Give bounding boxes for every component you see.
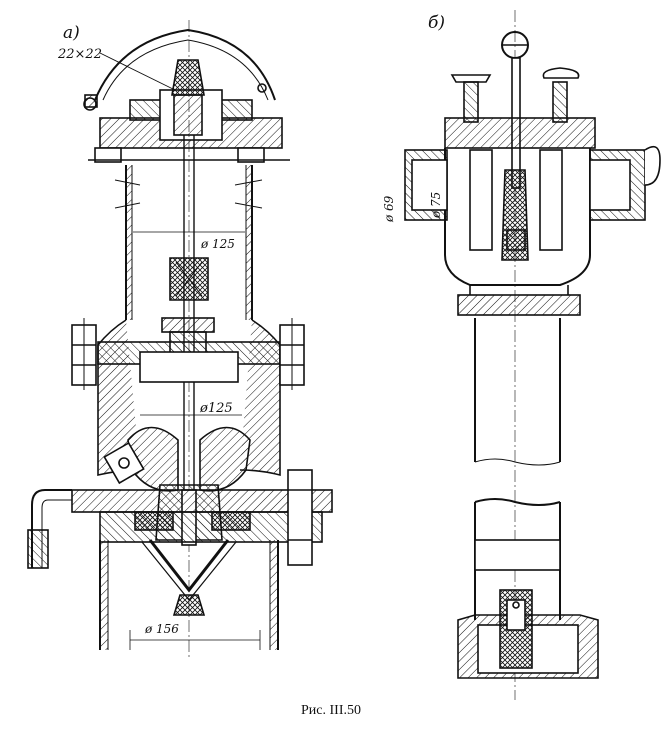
head-body-top	[444, 117, 596, 149]
square-dimension-label: 22×22	[57, 47, 102, 62]
cap-hinge-right	[257, 83, 267, 93]
lower-bolt-right	[287, 469, 313, 566]
panel-b: б) ø 69 ø 75	[382, 10, 661, 700]
mid-bolt-right	[279, 318, 305, 390]
drain-plug	[103, 441, 145, 485]
outlet-right	[589, 145, 661, 221]
bore-top-dimension: ø 125	[200, 237, 235, 251]
outlet-outer-dimension: ø 69	[382, 195, 396, 223]
head-body	[444, 148, 591, 286]
spindle-head	[171, 59, 205, 96]
figure-caption: Рис. III.50	[301, 703, 361, 718]
outlet-left	[404, 149, 448, 221]
collar-flange	[457, 294, 581, 316]
top-bolt-right	[237, 147, 265, 163]
drain-cone	[148, 539, 230, 593]
valve-handle-left	[450, 74, 492, 83]
top-bolt-left	[94, 147, 122, 163]
panel-a: а) 22×22 ø 125	[27, 20, 333, 660]
base-dimension: ø 156	[144, 622, 179, 636]
valve-handle-right	[542, 67, 580, 79]
top-cap	[94, 28, 276, 101]
mid-bolt-left	[71, 318, 97, 390]
panel-a-label: а)	[63, 23, 80, 43]
outlet-elbow	[31, 489, 72, 568]
outlet-inner-dimension: ø 75	[429, 192, 443, 219]
panel-b-label: б)	[428, 13, 445, 33]
cone-weight	[172, 594, 206, 616]
bore-mid-dimension: ø125	[199, 401, 233, 416]
barrel-upper	[474, 318, 561, 462]
